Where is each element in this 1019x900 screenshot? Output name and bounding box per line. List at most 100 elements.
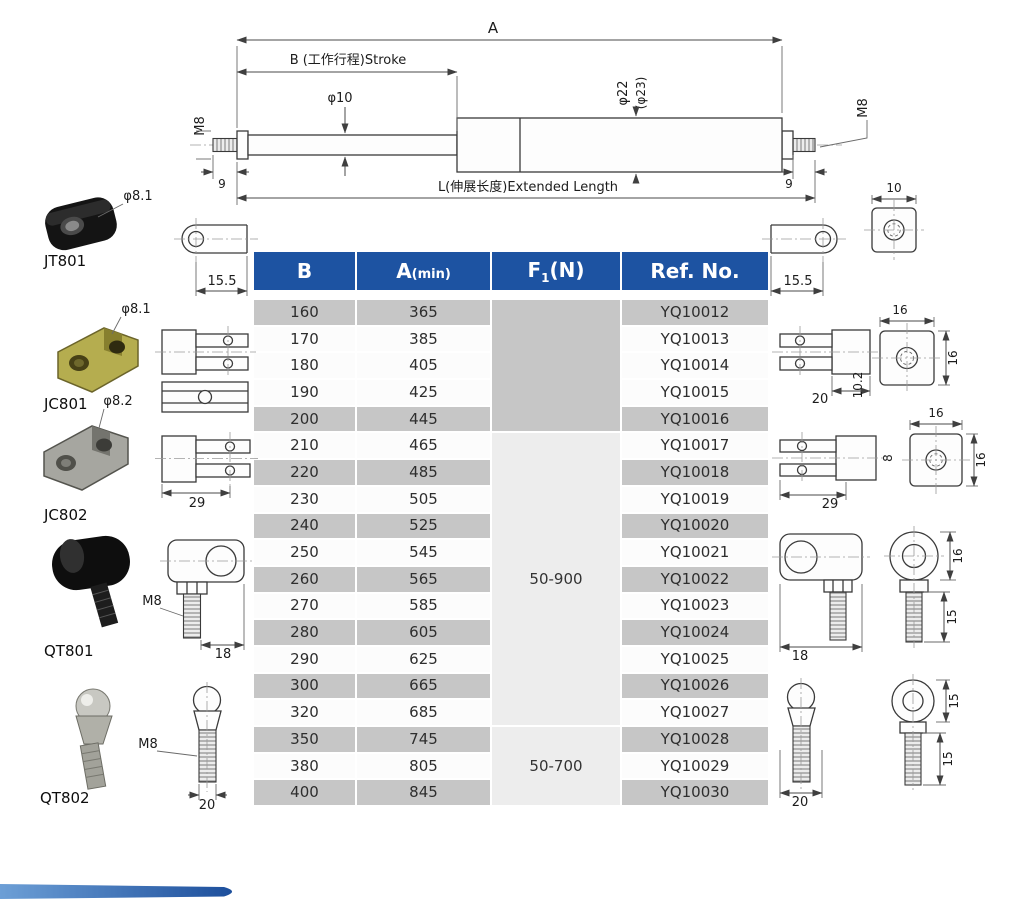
dim-label-qt802-width: 20 [199, 798, 216, 813]
cell-a-min: 605 [357, 620, 490, 645]
photo-jt801 [45, 197, 117, 251]
cell-a-min: 685 [357, 700, 490, 725]
cell-a-min: 805 [357, 753, 490, 779]
cell-b: 280 [254, 620, 355, 645]
clevis-jc802-view: 29 [155, 432, 258, 511]
cell-ref-no: YQ10015 [622, 380, 768, 405]
dim-label-eye-right: 15.5 [784, 274, 813, 289]
dim-label-ball1-a: 16 [951, 548, 965, 563]
cell-ref-no: YQ10017 [622, 433, 768, 459]
block-end-view: 10 [864, 181, 924, 260]
cell-b: 350 [254, 727, 355, 752]
right-clevis1-views: 20 16 16 10.2 [772, 303, 960, 407]
spec-table-header: B A(min) F1(N) Ref. No. [254, 252, 768, 290]
dim-label-extended: L(伸展长度)Extended Length [438, 179, 618, 195]
dim-label-thread-len-right: 9 [785, 177, 793, 191]
cell-b: 200 [254, 406, 355, 432]
dim-label-eye-left: 15.5 [208, 274, 237, 289]
cell-ref-no: YQ10026 [622, 673, 768, 699]
cell-b: 160 [254, 300, 355, 325]
cell-f1-range: 50-700 [492, 727, 620, 806]
dim-label-thread-left: M8 [193, 116, 208, 136]
cell-ref-no: YQ10022 [622, 566, 768, 592]
dia-label-jc802: φ8.2 [103, 394, 132, 409]
cell-b: 260 [254, 566, 355, 592]
cell-ref-no: YQ10012 [622, 300, 768, 325]
cell-ref-no: YQ10013 [622, 326, 768, 352]
col-header-b: B [254, 252, 355, 290]
dim-label-jc802-width: 29 [189, 496, 206, 511]
cell-a-min: 585 [357, 593, 490, 619]
dim-label-clevis2-slot: 8 [881, 454, 895, 462]
cell-a-min: 365 [357, 300, 490, 325]
col-header-a: A(min) [357, 252, 490, 290]
cell-b: 240 [254, 513, 355, 539]
dim-label-thread-len-left: 9 [218, 177, 226, 191]
cell-a-min: 665 [357, 673, 490, 699]
dim-label-ball2-a: 15 [947, 693, 961, 708]
dim-label-overall: A [488, 19, 499, 37]
dim-label-clevis1-slot: 10.2 [851, 372, 865, 399]
cell-a-min: 625 [357, 646, 490, 672]
cell-ref-no: YQ10019 [622, 486, 768, 512]
cell-a-min: 525 [357, 513, 490, 539]
cell-b: 170 [254, 326, 355, 352]
cell-a-min: 745 [357, 727, 490, 752]
part-labels: JT801 JC801 JC802 QT801 QT802 φ8.1 φ8.1 … [40, 189, 153, 807]
cell-ref-no: YQ10028 [622, 727, 768, 752]
cell-ref-no: YQ10018 [622, 460, 768, 485]
thread-label-qt802: M8 [138, 737, 158, 752]
dim-label-tube-dia: φ22 [616, 80, 631, 105]
cell-a-min: 545 [357, 540, 490, 565]
photo-qt802 [75, 688, 113, 790]
right-balljoint-views: 16 15 18 [772, 526, 965, 664]
dim-label-rod-dia: φ10 [327, 91, 352, 106]
dim-label-clevis1-top: 16 [892, 303, 907, 317]
dim-label-block: 10 [886, 181, 901, 195]
dim-label-clevis1-side: 16 [946, 350, 960, 365]
cell-a-min: 465 [357, 433, 490, 459]
footer-accent-band [0, 884, 232, 899]
cell-a-min: 485 [357, 460, 490, 485]
eye-end-left: 15.5 [174, 218, 258, 296]
cell-ref-no: YQ10014 [622, 353, 768, 379]
cell-ref-no: YQ10029 [622, 753, 768, 779]
gas-spring-drawing [190, 117, 842, 173]
cell-b: 300 [254, 673, 355, 699]
dimension-annotations: A B (工作行程)Stroke φ10 φ22 (φ23) M8 9 L(伸展… [193, 19, 871, 205]
cell-ref-no: YQ10016 [622, 406, 768, 432]
table-spacer [254, 292, 768, 298]
dim-label-qt801-width: 18 [215, 647, 232, 662]
cell-b: 380 [254, 753, 355, 779]
cell-ref-no: YQ10023 [622, 593, 768, 619]
part-code-jc801: JC801 [43, 395, 88, 413]
cell-b: 320 [254, 700, 355, 725]
dim-label-clevis1-bottom: 20 [812, 392, 829, 407]
cell-a-min: 405 [357, 353, 490, 379]
balljoint-qt801-view: M8 18 [142, 539, 252, 662]
eye-end-right: 15.5 [762, 218, 846, 296]
cell-f1-range: 50-900 [492, 433, 620, 725]
dim-label-ball2-b: 15 [941, 751, 955, 766]
cell-ref-no: YQ10027 [622, 700, 768, 725]
cell-ref-no: YQ10025 [622, 646, 768, 672]
photo-jc801 [57, 327, 139, 393]
cell-ref-no: YQ10021 [622, 540, 768, 565]
cell-ref-no: YQ10024 [622, 620, 768, 645]
